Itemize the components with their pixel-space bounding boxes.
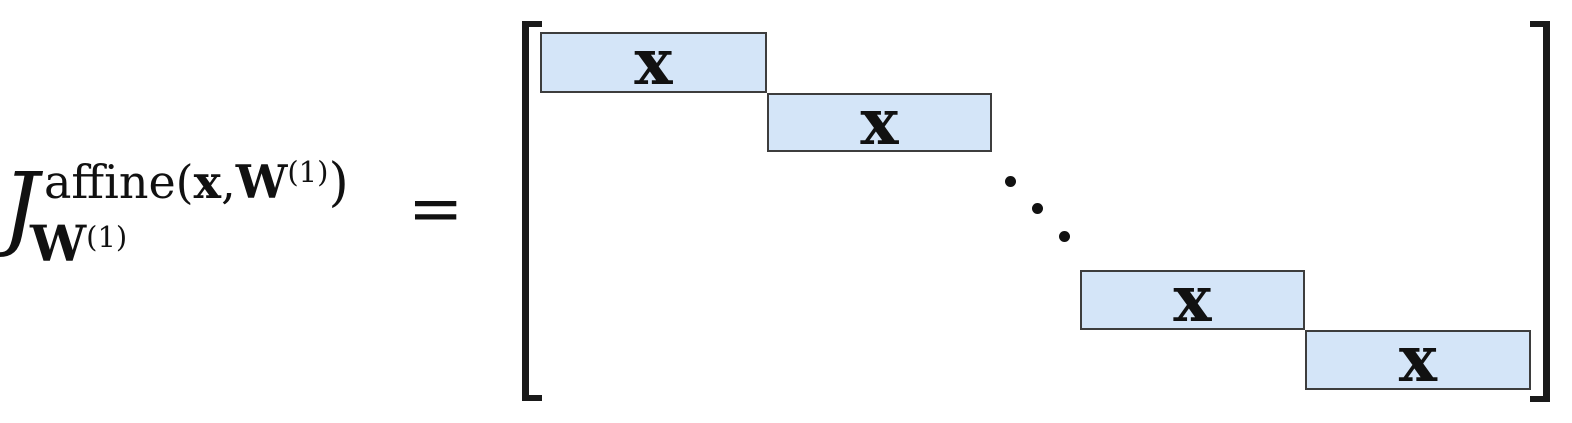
jacobian-scripts: affine(x,W(1)) W(1) (30, 155, 349, 269)
matrix-block-3: x (1080, 262, 1305, 337)
matrix-block-2: x (767, 84, 992, 160)
comma: , (221, 155, 236, 209)
left-bracket-icon (522, 21, 542, 401)
function-name-open: affine( (44, 155, 194, 209)
equals-sign: = (408, 170, 464, 247)
dot (1005, 176, 1016, 187)
bold-w-subscript: W (30, 214, 87, 273)
layer-index-superscript: (1) (287, 155, 329, 189)
matrix-block-4: x (1305, 322, 1531, 397)
jacobian-subscript: W(1) (30, 219, 349, 269)
jacobian-superscript: affine(x,W(1)) (44, 155, 349, 209)
dot (1032, 203, 1043, 214)
close-paren: ) (328, 153, 349, 213)
matrix-block-1: x (540, 24, 767, 100)
dot (1059, 231, 1070, 242)
bold-x-argument: x (193, 155, 222, 209)
block-label: x (1173, 262, 1212, 337)
jacobian-base-symbol: J (2, 153, 39, 260)
right-bracket-icon (1530, 21, 1550, 402)
bold-w-argument: W (235, 155, 288, 209)
block-label: x (1398, 322, 1438, 397)
block-label: x (860, 84, 899, 160)
layer-index-superscript: (1) (86, 220, 128, 254)
block-label: x (634, 24, 673, 100)
